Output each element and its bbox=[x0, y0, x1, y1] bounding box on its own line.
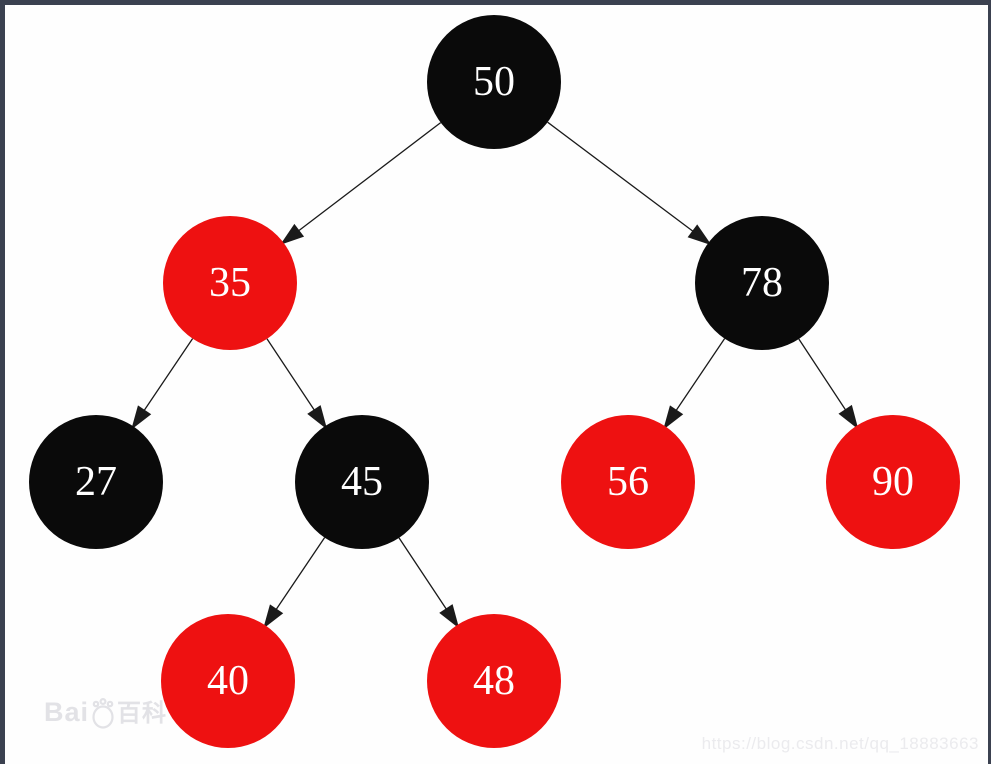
tree-node-48: 48 bbox=[427, 614, 561, 748]
tree-node-45: 45 bbox=[295, 415, 429, 549]
tree-node-50: 50 bbox=[427, 15, 561, 149]
tree-node-90: 90 bbox=[826, 415, 960, 549]
tree-node-56: 56 bbox=[561, 415, 695, 549]
baidu-paw-icon bbox=[92, 698, 114, 729]
tree-node-27: 27 bbox=[29, 415, 163, 549]
tree-edge-35-27 bbox=[131, 338, 194, 430]
tree-node-78: 78 bbox=[695, 216, 829, 350]
tree-edge-45-40 bbox=[263, 537, 326, 629]
window-frame-top bbox=[0, 0, 991, 5]
window-frame-right bbox=[988, 0, 991, 764]
tree-node-35: 35 bbox=[163, 216, 297, 350]
csdn-url-watermark: https://blog.csdn.net/qq_18883663 bbox=[701, 734, 979, 753]
tree-edge-78-90 bbox=[798, 338, 859, 430]
baidu-watermark-text-left: Bai bbox=[44, 697, 90, 727]
baidu-baike-watermark: Bai 百科 bbox=[44, 694, 168, 729]
tree-edge-45-48 bbox=[398, 537, 460, 629]
tree-edge-78-56 bbox=[663, 338, 726, 430]
tree-edge-50-78 bbox=[547, 121, 712, 246]
tree-node-40: 40 bbox=[161, 614, 295, 748]
tree-edge-50-35 bbox=[280, 122, 442, 245]
window-frame-left bbox=[0, 0, 5, 764]
tree-edge-35-45 bbox=[266, 338, 328, 430]
baidu-watermark-text-right: 百科 bbox=[117, 700, 168, 727]
